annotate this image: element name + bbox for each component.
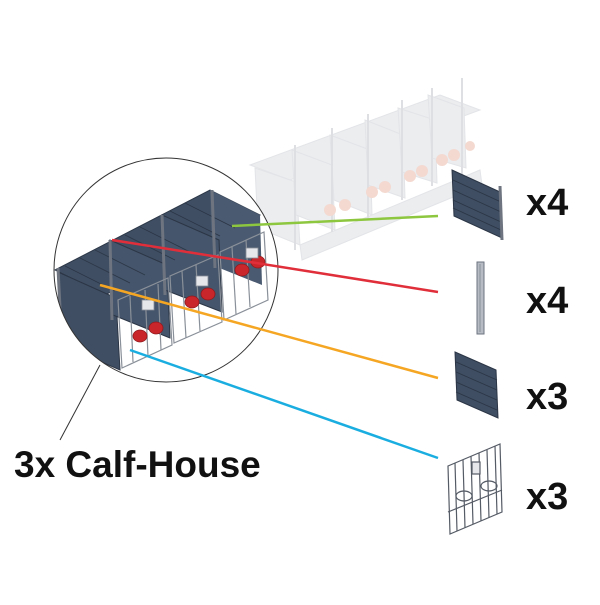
callout-line-front-gate bbox=[129, 348, 439, 460]
post-quantity: x4 bbox=[526, 280, 569, 322]
callout-line-back-wall bbox=[231, 214, 439, 228]
side-wall-panel-quantity: x3 bbox=[526, 376, 569, 418]
zoom-circle bbox=[53, 157, 279, 383]
calf-house-detail bbox=[54, 158, 278, 382]
faded-calf-house-row bbox=[248, 78, 483, 261]
back-wall-panel-quantity: x4 bbox=[526, 182, 569, 224]
calf-house-title: 3x Calf-House bbox=[14, 444, 261, 485]
side-wall-panel-icon bbox=[454, 351, 499, 419]
front-gate-quantity: x3 bbox=[526, 476, 569, 518]
title-leader-line bbox=[59, 364, 101, 441]
front-gate-icon bbox=[447, 443, 503, 535]
callout-line-side-wall bbox=[99, 283, 439, 380]
post-icon bbox=[476, 261, 485, 335]
back-wall-panel-icon bbox=[451, 169, 504, 241]
callout-line-post bbox=[111, 238, 439, 294]
